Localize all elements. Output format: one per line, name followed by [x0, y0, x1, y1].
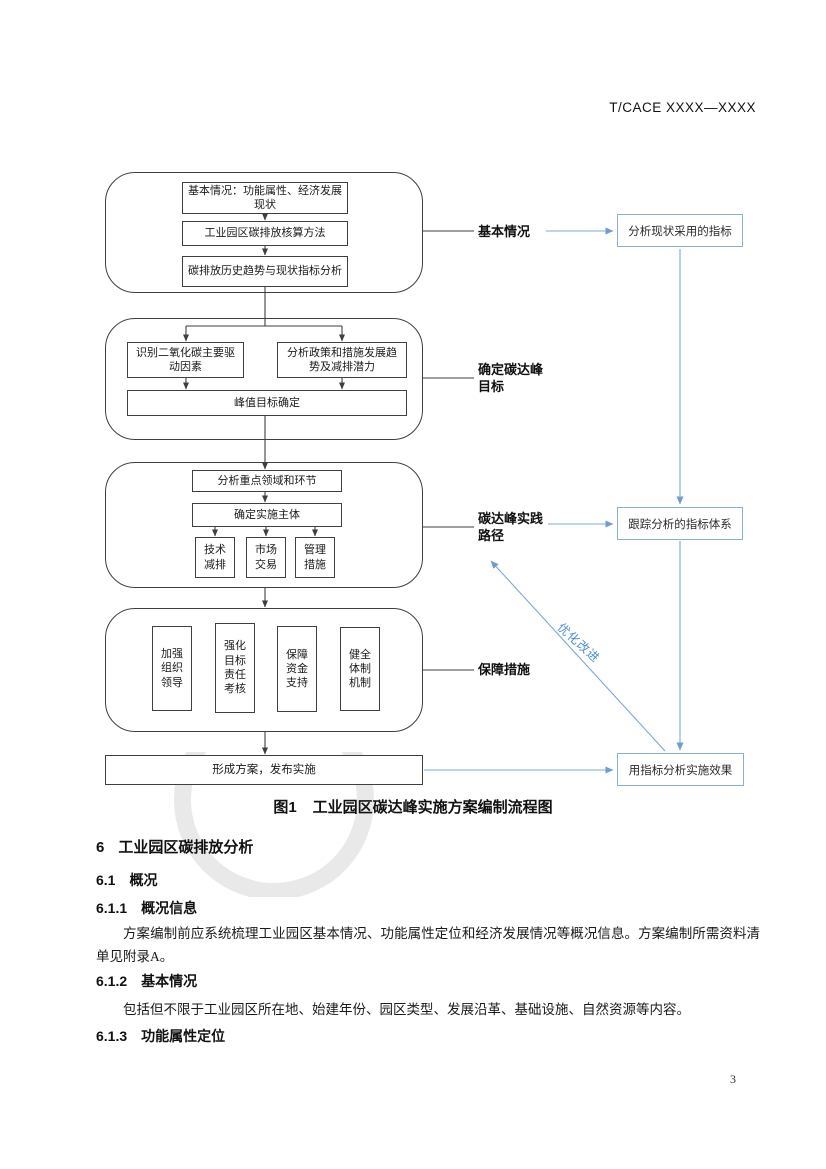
stage2-label: 确定碳达峰 目标 [478, 362, 544, 394]
paragraph-6-1-2: 包括但不限于工业园区所在地、始建年份、园区类型、发展沿革、基础设施、自然资源等内… [123, 1002, 690, 1017]
stage2-container [105, 318, 423, 440]
flow-box-driving-factors: 识别二氧化碳主要驱 动因素 [127, 342, 244, 378]
watermark-clip [158, 752, 398, 897]
page-number: 3 [730, 1072, 736, 1086]
flow-box-org-leadership: 加强 组织 领导 [152, 626, 192, 711]
stage4-label: 保障措施 [478, 662, 531, 677]
heading-6-1-2: 6.1.2 基本情况 [96, 971, 197, 991]
heading-number: 6.1.1 [96, 900, 128, 916]
heading-number: 6 [96, 839, 105, 856]
flow-box-implement-subject: 确定实施主体 [192, 503, 342, 527]
flow-box-management-measures: 管理 措施 [295, 537, 335, 578]
flow-box-trend-analysis: 碳排放历史趋势与现状指标分析 [182, 256, 348, 287]
figure-caption-text: 工业园区碳达峰实施方案编制流程图 [312, 799, 553, 816]
flow-box-market-trading: 市场 交易 [246, 537, 286, 578]
feedback-arrow [490, 560, 666, 752]
flow-box-publish-implement: 形成方案，发布实施 [105, 755, 423, 785]
heading-number: 6.1.3 [96, 1028, 128, 1044]
doc-code: T/CACE XXXX—XXXX [609, 100, 756, 115]
heading-6: 6 工业园区碳排放分析 [96, 836, 253, 857]
blue-arrows [424, 227, 684, 774]
heading-6-1-3: 6.1.3 功能属性定位 [96, 1026, 225, 1046]
heading-number: 6.1.2 [96, 973, 128, 989]
flow-box-target-assessment: 强化 目标 责任 考核 [215, 623, 255, 713]
heading-title: 概况 [129, 872, 158, 888]
flowchart-connectors [183, 213, 684, 774]
flow-box-peak-target: 峰值目标确定 [127, 390, 407, 416]
flow-box-key-areas: 分析重点领域和环节 [192, 470, 342, 492]
figure-caption: 图1 工业园区碳达峰实施方案编制流程图 [0, 796, 826, 817]
flow-box-tech-reduction: 技术 减排 [195, 537, 235, 578]
indicator-box-current-status: 分析现状采用的指标 [617, 214, 743, 247]
stage1-label: 基本情况 [478, 224, 531, 239]
heading-title: 功能属性定位 [141, 1028, 226, 1044]
indicator-box-effect-analysis: 用指标分析实施效果 [617, 753, 744, 786]
indicator-box-tracking-system: 跟踪分析的指标体系 [617, 507, 743, 540]
stage1-container [105, 172, 423, 293]
stage4-container [105, 608, 423, 732]
heading-6-1: 6.1 概况 [96, 870, 157, 890]
flow-box-accounting-method: 工业园区碳排放核算方法 [182, 221, 348, 246]
heading-title: 基本情况 [141, 973, 198, 989]
paragraph-6-1-1: 方案编制前应系统梳理工业园区基本情况、功能属性定位和经济发展情况等概况信息。方案… [96, 926, 760, 964]
black-arrows [183, 213, 474, 755]
figure-caption-label: 图1 [273, 799, 297, 816]
stage3-label: 碳达峰实践 路径 [478, 511, 544, 543]
flow-box-policy-potential: 分析政策和措施发展趋 势及减排潜力 [277, 342, 407, 378]
heading-6-1-1: 6.1.1 概况信息 [96, 898, 197, 918]
heading-title: 概况信息 [141, 900, 198, 916]
flow-box-funding-support: 保障 资金 支持 [277, 626, 317, 712]
flow-box-institution-mechanism: 健全 体制 机制 [340, 627, 380, 711]
flow-box-basic-info: 基本情况：功能属性、经济发展 现状 [182, 182, 348, 214]
heading-title: 工业园区碳排放分析 [118, 839, 254, 856]
heading-number: 6.1 [96, 872, 116, 888]
